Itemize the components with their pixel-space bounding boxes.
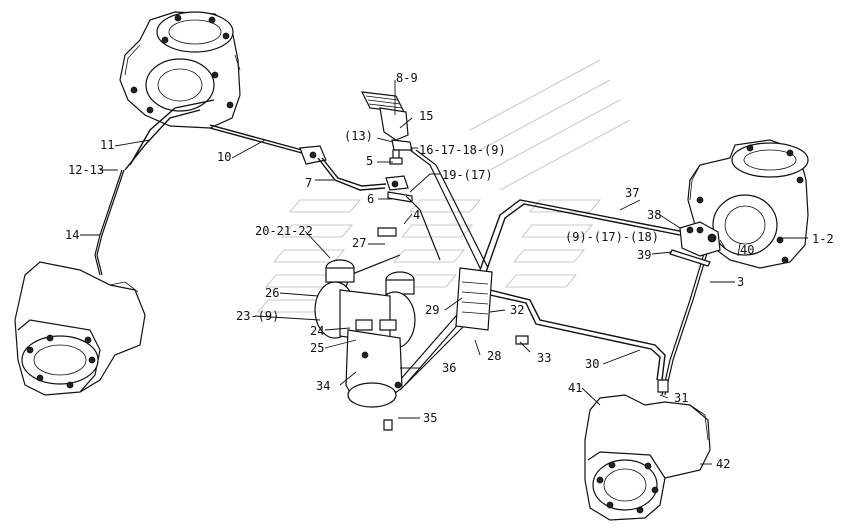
label-25: 25 (310, 341, 324, 355)
label-10: 10 (217, 150, 231, 164)
label-16-17-18-9: 16-17-18-(9) (419, 143, 506, 157)
label-28: 28 (487, 349, 501, 363)
label-4: 4 (413, 208, 420, 222)
valve-stack (385, 149, 413, 203)
label-32: 32 (510, 303, 524, 317)
label-40: 40 (740, 243, 754, 257)
wheel-hub-rear-left (14, 261, 146, 396)
label-35: 35 (423, 411, 437, 425)
label-20-21-22: 20-21-22 (255, 224, 313, 238)
label-1-2: 1-2 (812, 232, 834, 246)
label-14: 14 (65, 228, 79, 242)
label-36: 36 (442, 361, 456, 375)
label-27: 27 (352, 236, 366, 250)
label-12-13: 12-13 (68, 163, 104, 177)
wheel-hub-rear-right (584, 394, 711, 521)
label-7: 7 (305, 176, 312, 190)
label-41: 41 (568, 381, 582, 395)
label-37: 37 (625, 186, 639, 200)
label-29: 29 (425, 303, 439, 317)
leader-lines (80, 80, 808, 465)
label-38: 38 (647, 208, 661, 222)
label-42: 42 (716, 457, 730, 471)
brake-pedal (360, 91, 413, 151)
label-31: 31 (674, 391, 688, 405)
label-5: 5 (366, 154, 373, 168)
label-24: 24 (310, 324, 324, 338)
label-26: 26 (265, 286, 279, 300)
label-3: 3 (737, 275, 744, 289)
label-8-9: 8-9 (396, 71, 418, 85)
label-13-paren: (13) (344, 129, 373, 143)
brake-lines (94, 99, 709, 396)
label-39: 39 (637, 248, 651, 262)
label-9-17-18: (9)-(17)-(18) (565, 230, 659, 244)
part-labels: 8-9 15 (13) 16-17-18-(9) 5 11 10 12-13 7… (65, 71, 834, 471)
label-30: 30 (585, 357, 599, 371)
label-23-9: 23-(9) (236, 309, 279, 323)
label-15: 15 (419, 109, 433, 123)
wheel-hub-front-left (119, 11, 241, 129)
label-11: 11 (100, 138, 114, 152)
junction-block (669, 221, 721, 267)
label-6: 6 (367, 192, 374, 206)
label-19-17: 19-(17) (442, 168, 493, 182)
watermark (256, 59, 631, 313)
air-tank-assembly (314, 227, 529, 431)
label-33: 33 (537, 351, 551, 365)
label-34: 34 (316, 379, 330, 393)
